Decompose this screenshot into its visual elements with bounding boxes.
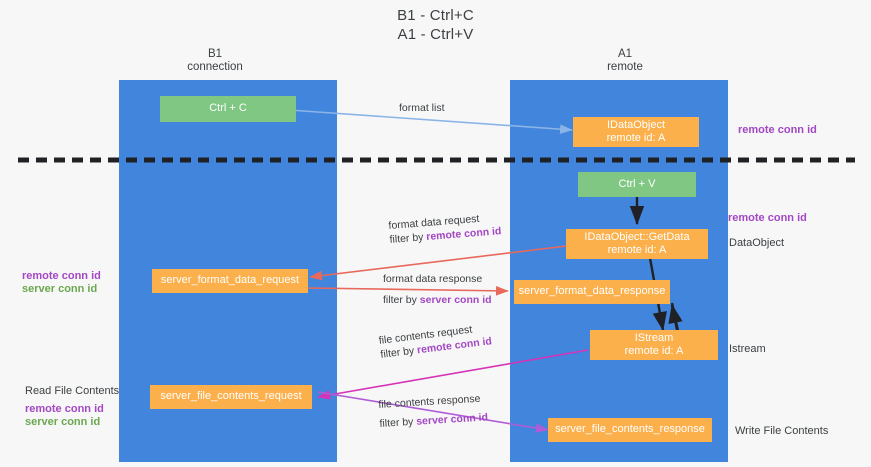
arrow-format-data-response <box>307 286 509 296</box>
column-header-a1-name: A1 <box>617 48 633 60</box>
edge-label-format-data-response: format data response filter by server co… <box>383 272 492 307</box>
edge-label-fdres-filter-key: server conn id <box>419 294 492 306</box>
arrow-file-contents-request <box>317 349 589 400</box>
arrow-format-data-request <box>309 244 576 281</box>
box-idataobject-line2: remote id: A <box>606 132 666 144</box>
box-istream-line1: IStream <box>634 331 674 344</box>
note-right-remote-conn-id-top: remote conn id <box>738 124 817 136</box>
column-header-b1-name: B1 <box>207 48 223 60</box>
note-left-remote-conn-id-bot: remote conn id <box>25 403 104 415</box>
column-header-b1-role: connection <box>187 61 243 73</box>
edge-label-file-contents-response: file contents response filter by server … <box>378 391 488 431</box>
box-idataobject-getdata[interactable]: IDataObject::GetData remote id: A <box>566 229 708 259</box>
column-header-b1: B1 connection <box>145 48 285 74</box>
box-istream-line2: remote id: A <box>624 345 684 357</box>
box-server-file-contents-request[interactable]: server_file_contents_request <box>150 385 312 409</box>
box-server-file-contents-response-label: server_file_contents_response <box>555 423 705 436</box>
note-right-remote-conn-id-mid: remote conn id <box>728 212 807 224</box>
box-server-format-data-request-label: server_format_data_request <box>160 274 300 287</box>
arrow-format-list <box>274 108 573 134</box>
edge-label-fdres-filter-prefix: filter by <box>383 294 420 306</box>
box-ctrl-c-label: Ctrl + C <box>209 102 247 115</box>
edge-label-fdr-filter-prefix: filter by <box>389 231 427 246</box>
edge-label-fcres-filter-prefix: filter by <box>379 415 417 430</box>
column-header-a1-role: remote <box>607 61 643 73</box>
box-getdata-line1: IDataObject::GetData <box>584 230 690 243</box>
box-server-file-contents-request-label: server_file_contents_request <box>160 390 302 403</box>
note-right-istream: Istream <box>729 343 766 355</box>
box-server-format-data-response[interactable]: server_format_data_response <box>514 280 670 304</box>
page-title-line2: A1 - Ctrl+V <box>397 26 474 43</box>
box-idataobject[interactable]: IDataObject remote id: A <box>573 117 699 147</box>
note-right-write-file-contents: Write File Contents <box>735 425 829 437</box>
box-ctrl-v[interactable]: Ctrl + V <box>578 172 696 197</box>
box-server-format-data-response-label: server_format_data_response <box>518 285 666 298</box>
box-getdata-line2: remote id: A <box>607 244 667 256</box>
note-left-remote-conn-id-mid: remote conn id <box>22 270 101 282</box>
box-idataobject-line1: IDataObject <box>606 118 666 131</box>
arrow-file-contents-response <box>317 391 549 433</box>
box-server-format-data-request[interactable]: server_format_data_request <box>152 269 308 293</box>
note-left-server-conn-id-bot: server conn id <box>25 416 101 428</box>
note-right-dataobject: DataObject <box>729 237 785 249</box>
box-server-file-contents-response[interactable]: server_file_contents_response <box>548 418 712 442</box>
box-ctrl-c[interactable]: Ctrl + C <box>160 96 296 122</box>
edge-label-format-data-response-text: format data response <box>383 273 483 285</box>
edge-label-format-list-text: format list <box>399 102 445 114</box>
column-header-a1: A1 remote <box>550 48 700 74</box>
note-left-server-conn-id-mid: server conn id <box>22 283 98 295</box>
edge-label-format-list: format list <box>399 101 445 115</box>
box-istream[interactable]: IStream remote id: A <box>590 330 718 360</box>
page-title: B1 - Ctrl+C A1 - Ctrl+V <box>0 6 871 44</box>
page-title-line1: B1 - Ctrl+C <box>397 7 474 24</box>
note-left-read-file-contents: Read File Contents <box>25 385 120 397</box>
box-ctrl-v-label: Ctrl + V <box>618 177 656 190</box>
